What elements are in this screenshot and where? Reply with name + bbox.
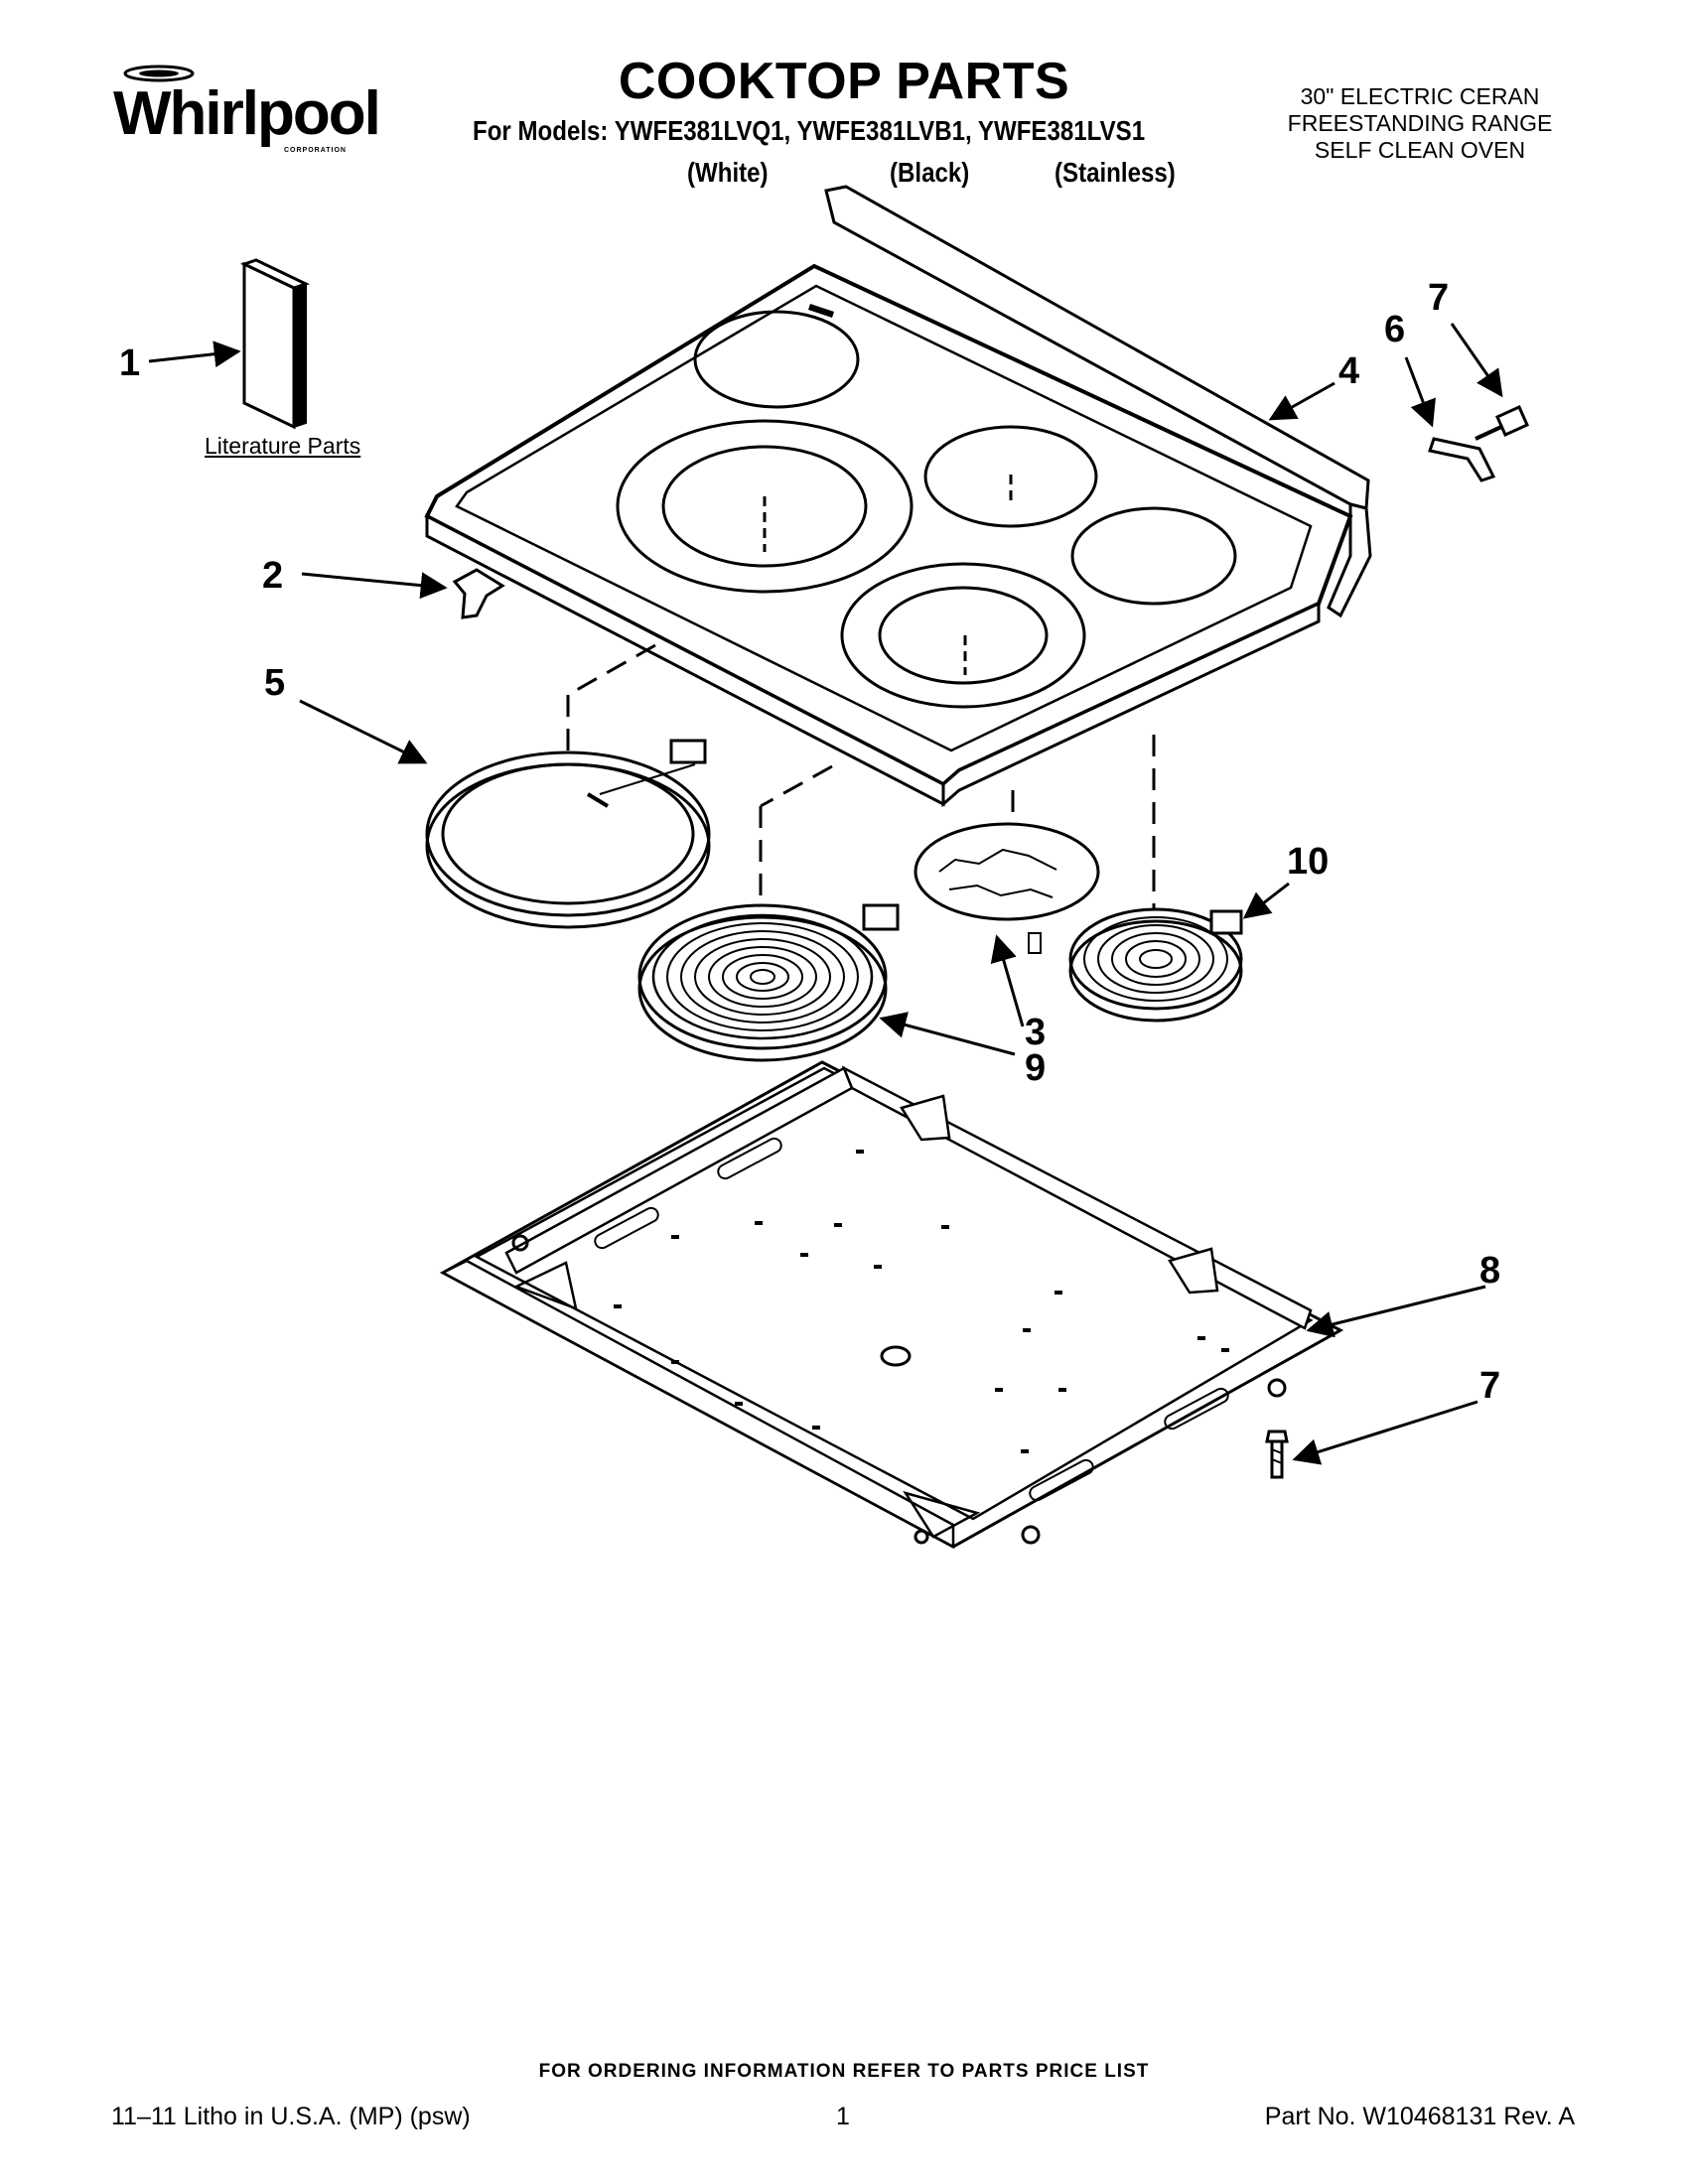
- callout-arrow-7-bottom: [1292, 1400, 1478, 1465]
- callout-number-8: 8: [1479, 1250, 1500, 1292]
- description-line: FREESTANDING RANGE: [1287, 110, 1553, 136]
- range-description: 30" ELECTRIC CERAN FREESTANDING RANGE SE…: [1261, 83, 1579, 164]
- logo-wordmark: Whirlpool: [113, 79, 381, 148]
- callout-number-6: 6: [1384, 309, 1405, 350]
- callout-number-5: 5: [264, 662, 285, 704]
- support-pan-part-8: [439, 1060, 1344, 1550]
- callout-number-3: 3: [1025, 1012, 1046, 1053]
- callout-arrow-4: [1268, 381, 1336, 421]
- logo-corporation: CORPORATION: [284, 147, 347, 154]
- variant-black: (Black): [890, 157, 970, 188]
- variant-white: (White): [687, 157, 769, 188]
- callout-number-4: 4: [1338, 350, 1359, 392]
- screw-part-7-bottom: [1265, 1430, 1289, 1479]
- page-title: COOKTOP PARTS: [618, 53, 1070, 110]
- radiant-element-large-part-9: [637, 903, 900, 1062]
- cooktop-glass: [424, 185, 1372, 808]
- callout-number-2: 2: [262, 555, 283, 597]
- callout-numbers: 1 2 3 4 5 6 7 8 9 10 7: [119, 277, 1500, 1407]
- variant-stainless: (Stainless): [1055, 157, 1176, 188]
- screw-part-7-top: [1475, 405, 1529, 441]
- callout-number-9: 9: [1025, 1047, 1046, 1089]
- callout-arrow-1: [148, 341, 241, 368]
- callout-arrow-9: [879, 1012, 1016, 1056]
- ordering-note: FOR ORDERING INFORMATION REFER TO PARTS …: [538, 2061, 1150, 2082]
- description-line: 30" ELECTRIC CERAN: [1300, 83, 1540, 109]
- callout-arrow-2: [301, 572, 448, 600]
- bracket-part-6: [1428, 437, 1496, 482]
- callout-arrow-7-top: [1450, 323, 1503, 398]
- callout-number-10: 10: [1287, 841, 1329, 883]
- radiant-element-ring-part-5: [425, 739, 711, 929]
- part-number: Part No. W10468131 Rev. A: [1264, 2103, 1575, 2130]
- callout-arrow-8: [1306, 1285, 1486, 1338]
- page-number: 1: [836, 2103, 850, 2130]
- callout-arrow-6: [1404, 356, 1436, 428]
- clip-part-2: [452, 568, 505, 619]
- whirlpool-logo: Whirlpool CORPORATION: [111, 62, 381, 161]
- callout-arrow-5: [299, 699, 428, 764]
- plate-part-3: [914, 822, 1100, 954]
- radiant-element-small-part-10: [1068, 907, 1243, 1023]
- literature-parts-label: Literature Parts: [205, 433, 361, 459]
- description-line: SELF CLEAN OVEN: [1314, 137, 1526, 163]
- logo-swirl-icon: [123, 65, 195, 82]
- callout-number-7-bottom: 7: [1479, 1365, 1500, 1407]
- callout-number-1: 1: [119, 342, 140, 384]
- callout-arrow-3: [990, 934, 1025, 1027]
- callout-arrow-10: [1242, 882, 1290, 919]
- litho-info: 11–11 Litho in U.S.A. (MP) (psw): [111, 2103, 471, 2130]
- models-line: For Models: YWFE381LVQ1, YWFE381LVB1, YW…: [473, 115, 1146, 146]
- literature-booklet: [240, 258, 310, 430]
- callout-number-7-top: 7: [1428, 277, 1449, 319]
